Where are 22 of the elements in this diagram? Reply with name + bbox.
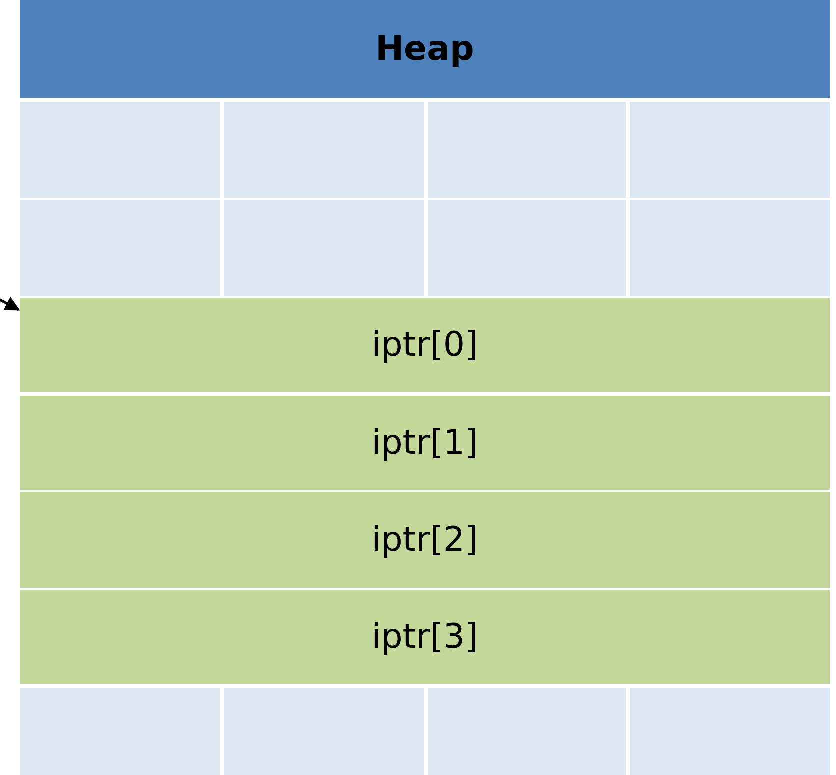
element-label: iptr[0] (372, 325, 478, 365)
element-label: iptr[2] (372, 520, 478, 560)
array-element-cell (20, 492, 830, 588)
empty-memory-cell (428, 102, 626, 198)
element-label: iptr[1] (372, 423, 478, 463)
empty-memory-cell (224, 200, 424, 296)
empty-memory-cell (224, 102, 424, 198)
empty-memory-cell (224, 688, 424, 775)
empty-memory-cell (428, 688, 626, 775)
heading: Heap (376, 29, 474, 69)
array-element-cell (20, 590, 830, 684)
empty-memory-cell (630, 102, 830, 198)
heap-header (20, 0, 830, 98)
empty-memory-cell (630, 200, 830, 296)
empty-memory-cell (630, 688, 830, 775)
empty-memory-cell (428, 200, 626, 296)
element-label: iptr[3] (372, 617, 478, 657)
empty-memory-cell (20, 102, 220, 198)
array-element-cell (20, 396, 830, 490)
empty-memory-cell (20, 200, 220, 296)
array-element-cell (20, 298, 830, 392)
empty-memory-cell (20, 688, 220, 775)
